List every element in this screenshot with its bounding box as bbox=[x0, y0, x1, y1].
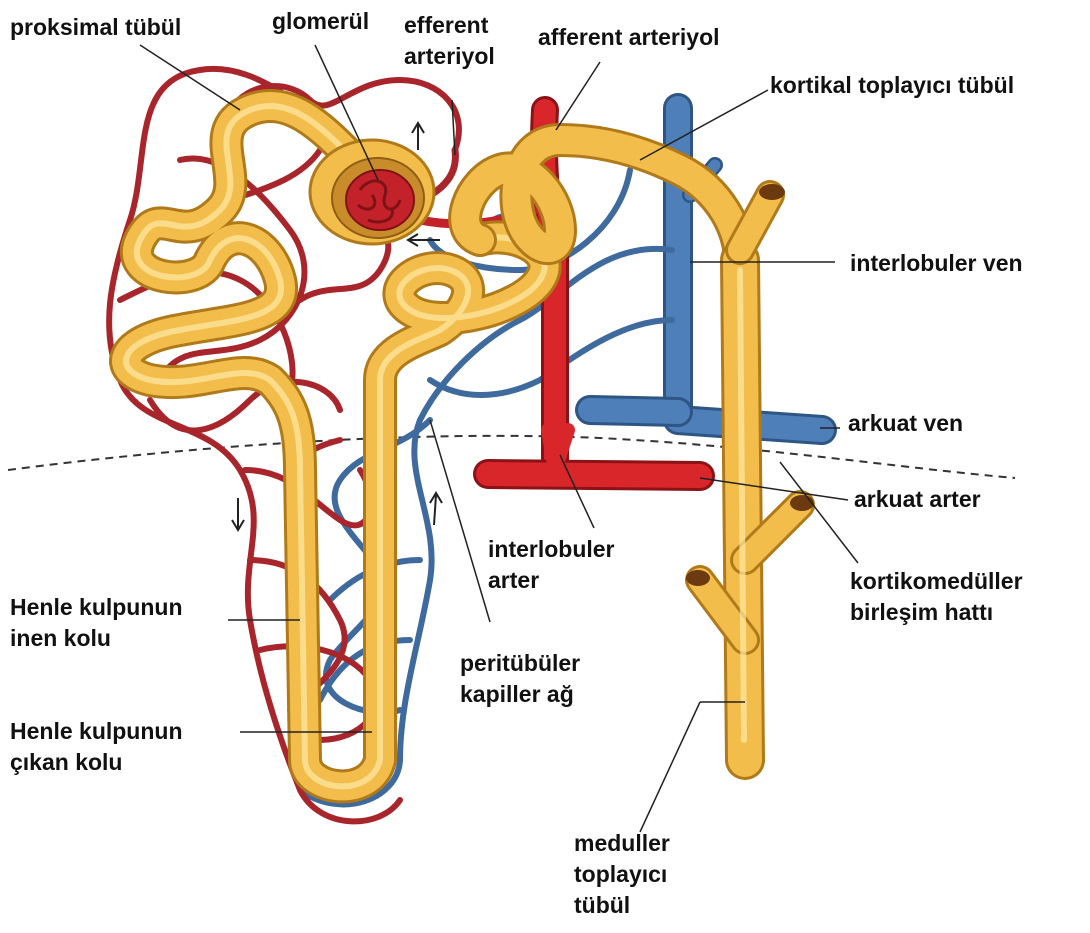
label-arkuat-arter: arkuat arter bbox=[854, 484, 981, 515]
label-proksimal-tubul: proksimal tübül bbox=[10, 12, 181, 43]
label-meduller-toplayici-tubul: meduller toplayıcı tübül bbox=[574, 828, 670, 921]
label-kortikomeduller-birlesim-hatti: kortikomedüller birleşim hattı bbox=[850, 566, 1023, 628]
label-glomerul: glomerül bbox=[272, 6, 369, 37]
label-kortikal-toplayici-tubul: kortikal toplayıcı tübül bbox=[770, 70, 1014, 101]
glomerulus bbox=[310, 140, 434, 244]
label-henle-cikan-kolu: Henle kulpunun çıkan kolu bbox=[10, 716, 183, 778]
label-interlobuler-arter: interlobuler arter bbox=[488, 534, 615, 596]
label-peritubuler-kapiller-ag: peritübüler kapiller ağ bbox=[460, 648, 580, 710]
label-henle-inen-kolu: Henle kulpunun inen kolu bbox=[10, 592, 183, 654]
label-afferent-arteriyol: afferent arteriyol bbox=[538, 22, 720, 53]
label-interlobuler-ven: interlobuler ven bbox=[850, 248, 1023, 279]
label-efferent-arteriyol: efferent arteriyol bbox=[404, 10, 495, 72]
collecting-duct bbox=[700, 195, 800, 760]
label-arkuat-ven: arkuat ven bbox=[848, 408, 963, 439]
